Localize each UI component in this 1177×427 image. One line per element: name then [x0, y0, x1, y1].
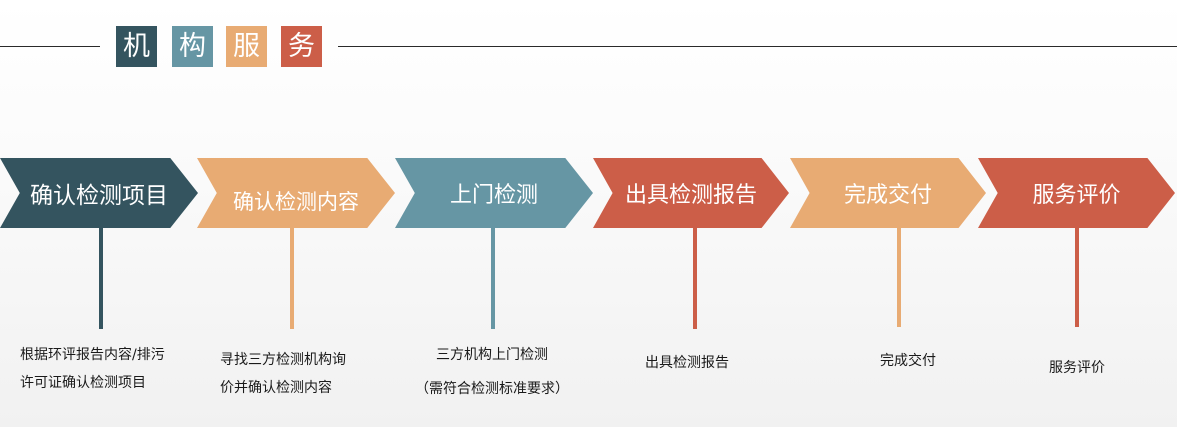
step-arrow-5: 完成交付: [790, 158, 986, 228]
step-stem-2: [290, 228, 294, 329]
step-stem-1: [99, 228, 103, 329]
step-description-line: 许可证确认检测项目: [20, 375, 146, 391]
step-stem-6: [1075, 228, 1079, 327]
title-divider-left: [0, 46, 100, 47]
step-description-line: 三方机构上门检测: [436, 347, 548, 363]
step-description-4: 出具检测报告: [600, 349, 774, 377]
title-divider-right: [338, 46, 1177, 47]
step-description-line: 出具检测报告: [645, 355, 729, 371]
step-arrow-3: 上门检测: [395, 158, 593, 228]
step-label: 出具检测报告: [624, 183, 757, 208]
step-description-1: 根据环评报告内容/排污 许可证确认检测项目: [20, 341, 165, 397]
title-char-1: 机: [116, 26, 157, 67]
step-label: 确认检测项目: [30, 183, 168, 209]
step-description-6: 服务评价: [1000, 354, 1154, 382]
step-description-2: 寻找三方检测机构询 价并确认检测内容: [220, 346, 346, 402]
step-label: 确认检测内容: [233, 190, 359, 214]
step-description-line: （需符合检测标准要求）: [415, 381, 569, 397]
step-label: 服务评价: [1032, 183, 1121, 208]
step-stem-5: [897, 228, 901, 327]
step-arrow-4: 出具检测报告: [593, 158, 789, 228]
step-arrow-2: 确认检测内容: [197, 158, 395, 228]
step-description-line: 服务评价: [1049, 360, 1105, 376]
title-char-2: 构: [172, 26, 213, 67]
step-description-line: 完成交付: [880, 353, 936, 369]
step-stem-3: [491, 228, 495, 329]
title-char-4: 务: [281, 26, 322, 67]
step-description-5: 完成交付: [830, 347, 986, 375]
step-arrow-6: 服务评价: [978, 158, 1175, 228]
step-label: 完成交付: [843, 183, 932, 208]
step-description-line: 价并确认检测内容: [220, 380, 332, 396]
step-description-line: 根据环评报告内容/排污: [20, 347, 165, 363]
step-description-line: 寻找三方检测机构询: [220, 352, 346, 368]
step-stem-4: [693, 228, 697, 329]
step-description-3: 三方机构上门检测 （需符合检测标准要求）: [398, 341, 586, 403]
step-arrow-1: 确认检测项目: [0, 158, 198, 228]
title-char-3: 服: [226, 26, 267, 67]
step-label: 上门检测: [449, 183, 538, 208]
